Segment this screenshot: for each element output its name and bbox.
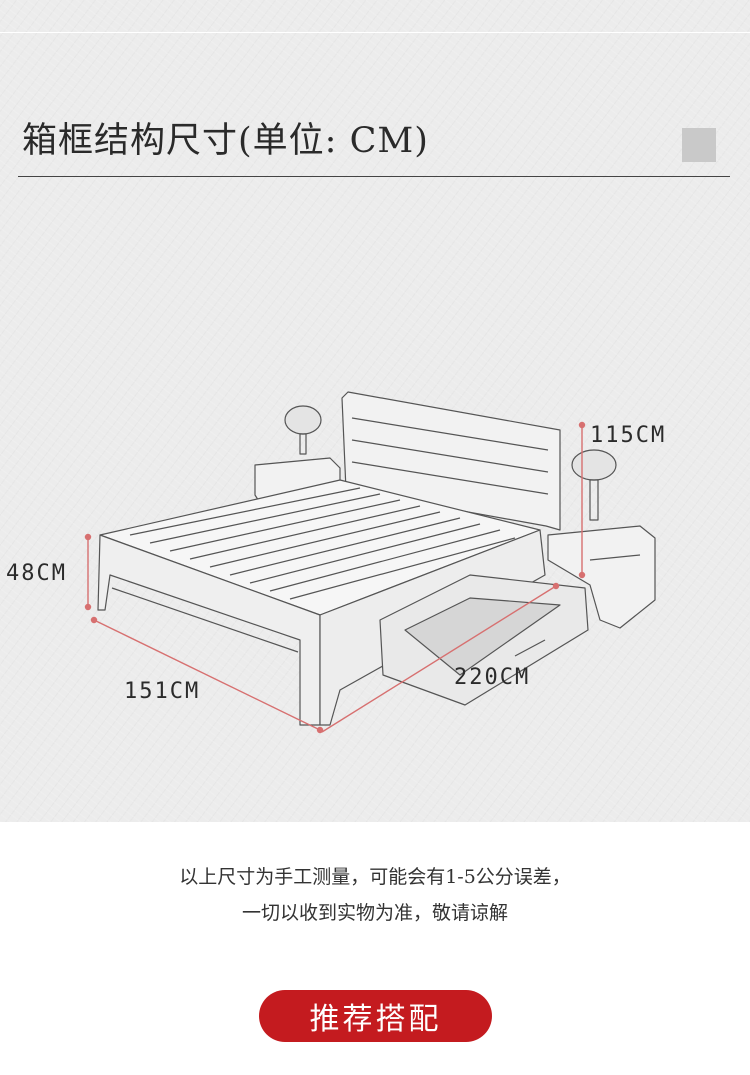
title-decoration-square bbox=[682, 128, 716, 162]
title-underline bbox=[18, 176, 730, 177]
dimension-label-height-headboard: 115CM bbox=[590, 423, 666, 448]
dimension-lines bbox=[84, 421, 586, 734]
recommend-button[interactable]: 推荐搭配 bbox=[259, 990, 492, 1042]
product-image-panel: 箱框结构尺寸(单位: CM) bbox=[0, 0, 750, 822]
bed-sketch bbox=[97, 391, 656, 726]
measurement-note-line-1: 以上尺寸为手工测量，可能会有1-5公分误差， bbox=[179, 866, 571, 888]
measurement-note-line-2: 一切以收到实物为准，敬请谅解 bbox=[241, 902, 508, 924]
bed-dimension-illustration: 115CM 48CM 151CM 220CM bbox=[6, 391, 666, 734]
section-title: 箱框结构尺寸(单位: CM) bbox=[22, 121, 429, 161]
dimension-label-height-bed: 48CM bbox=[6, 561, 67, 586]
dimension-label-width: 151CM bbox=[124, 679, 200, 704]
top-divider bbox=[0, 32, 750, 33]
dimension-label-length: 220CM bbox=[454, 665, 530, 690]
